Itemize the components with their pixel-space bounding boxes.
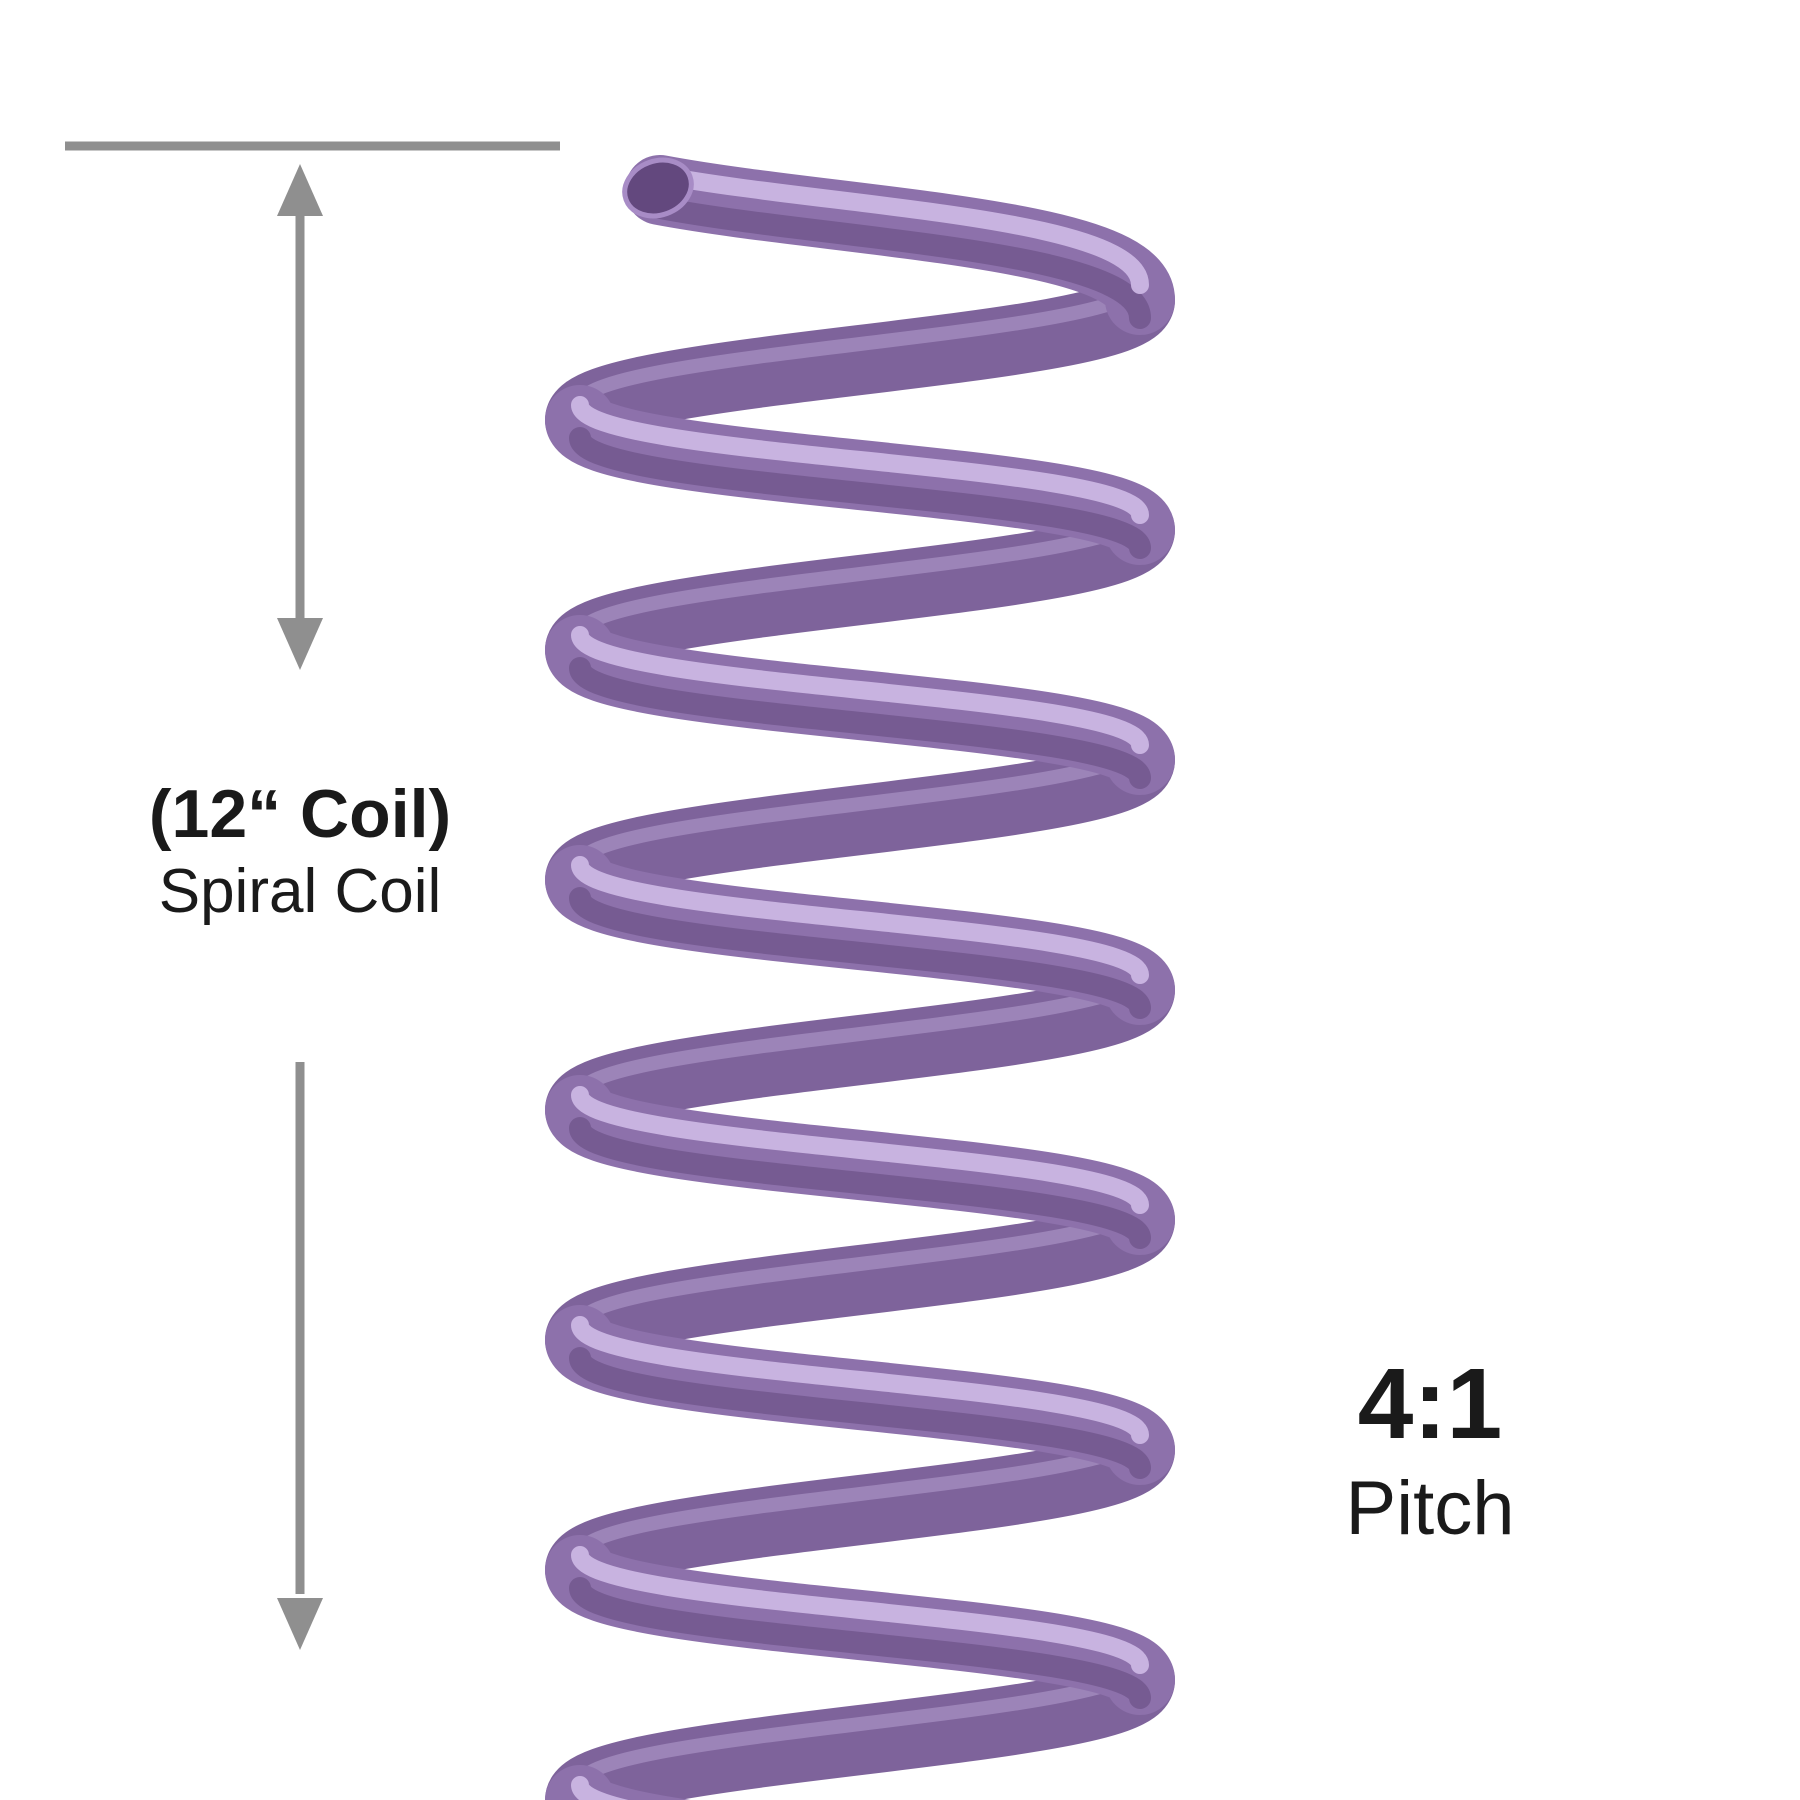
coil-length-caption: Spiral Coil [158,857,442,927]
pitch-label: 4:1 Pitch [1250,1352,1610,1554]
pitch-caption: Pitch [1345,1466,1515,1551]
pitch-value: 4:1 [1357,1348,1503,1460]
coil-length-label: (12“ Coil) Spiral Coil [0,775,600,931]
arrow-up-icon [277,164,323,216]
spiral-coil-graphic [580,151,1140,1800]
coil-cut-end [622,157,694,219]
length-dimension-arrow-lower [277,1062,323,1650]
arrow-down-icon [277,1598,323,1650]
arrow-down-icon [277,618,323,670]
coil-length-value: (12“ Coil) [148,776,452,852]
length-dimension-arrow-upper [277,164,323,670]
